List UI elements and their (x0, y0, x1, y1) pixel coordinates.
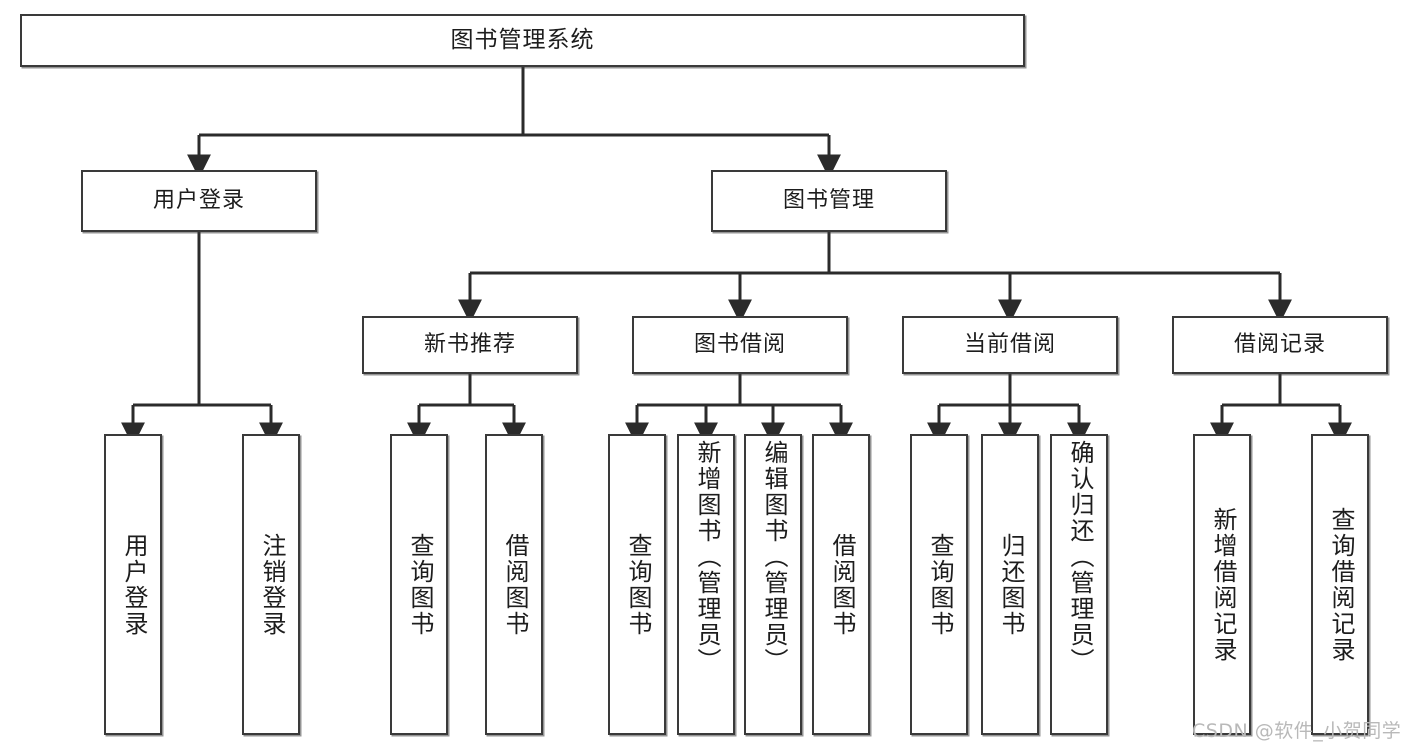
leaf-borrow-book-2[interactable]: 借阅图书 (812, 434, 870, 735)
node-book-borrow[interactable]: 图书借阅 (632, 316, 848, 374)
node-borrow-record-label: 借阅记录 (1233, 332, 1326, 357)
node-current-borrow-label: 当前借阅 (963, 332, 1056, 357)
leaf-add-book-label: 新增图书（管理员） (692, 440, 721, 674)
leaf-query-book-3-label: 查询图书 (925, 532, 954, 637)
leaf-return-book-label: 归还图书 (996, 532, 1025, 637)
node-book-borrow-label: 图书借阅 (693, 332, 786, 357)
leaf-edit-book[interactable]: 编辑图书（管理员） (744, 434, 802, 735)
leaf-query-borrow-record-label: 查询借阅记录 (1326, 506, 1355, 663)
node-book-manage[interactable]: 图书管理 (711, 170, 947, 232)
leaf-logout[interactable]: 注销登录 (242, 434, 300, 735)
node-root-label: 图书管理系统 (450, 27, 595, 53)
leaf-login-label: 用户登录 (119, 532, 148, 637)
leaf-logout-label: 注销登录 (257, 532, 286, 637)
leaf-query-book-3[interactable]: 查询图书 (910, 434, 968, 735)
leaf-add-borrow-record-label: 新增借阅记录 (1208, 506, 1237, 663)
leaf-return-book[interactable]: 归还图书 (981, 434, 1039, 735)
node-new-book-recommend[interactable]: 新书推荐 (362, 316, 578, 374)
leaf-borrow-book-1-label: 借阅图书 (500, 532, 529, 637)
node-current-borrow[interactable]: 当前借阅 (902, 316, 1118, 374)
node-user-login-label: 用户登录 (152, 188, 245, 213)
node-root[interactable]: 图书管理系统 (20, 14, 1025, 67)
leaf-borrow-book-1[interactable]: 借阅图书 (485, 434, 543, 735)
leaf-query-book-1[interactable]: 查询图书 (390, 434, 448, 735)
leaf-login[interactable]: 用户登录 (104, 434, 162, 735)
leaf-query-book-2[interactable]: 查询图书 (608, 434, 666, 735)
csdn-watermark: CSDN @软件_小贺同学 (1192, 720, 1402, 742)
leaf-query-book-1-label: 查询图书 (405, 532, 434, 637)
leaf-edit-book-label: 编辑图书（管理员） (759, 440, 788, 674)
node-user-login[interactable]: 用户登录 (81, 170, 317, 232)
leaf-add-book[interactable]: 新增图书（管理员） (677, 434, 735, 735)
leaf-query-borrow-record[interactable]: 查询借阅记录 (1311, 434, 1369, 735)
leaf-query-book-2-label: 查询图书 (623, 532, 652, 637)
leaf-add-borrow-record[interactable]: 新增借阅记录 (1193, 434, 1251, 735)
node-book-manage-label: 图书管理 (782, 188, 875, 213)
leaf-confirm-return[interactable]: 确认归还（管理员） (1050, 434, 1108, 735)
node-borrow-record[interactable]: 借阅记录 (1172, 316, 1388, 374)
leaf-borrow-book-2-label: 借阅图书 (827, 532, 856, 637)
leaf-confirm-return-label: 确认归还（管理员） (1065, 440, 1094, 674)
node-new-book-recommend-label: 新书推荐 (423, 332, 516, 357)
